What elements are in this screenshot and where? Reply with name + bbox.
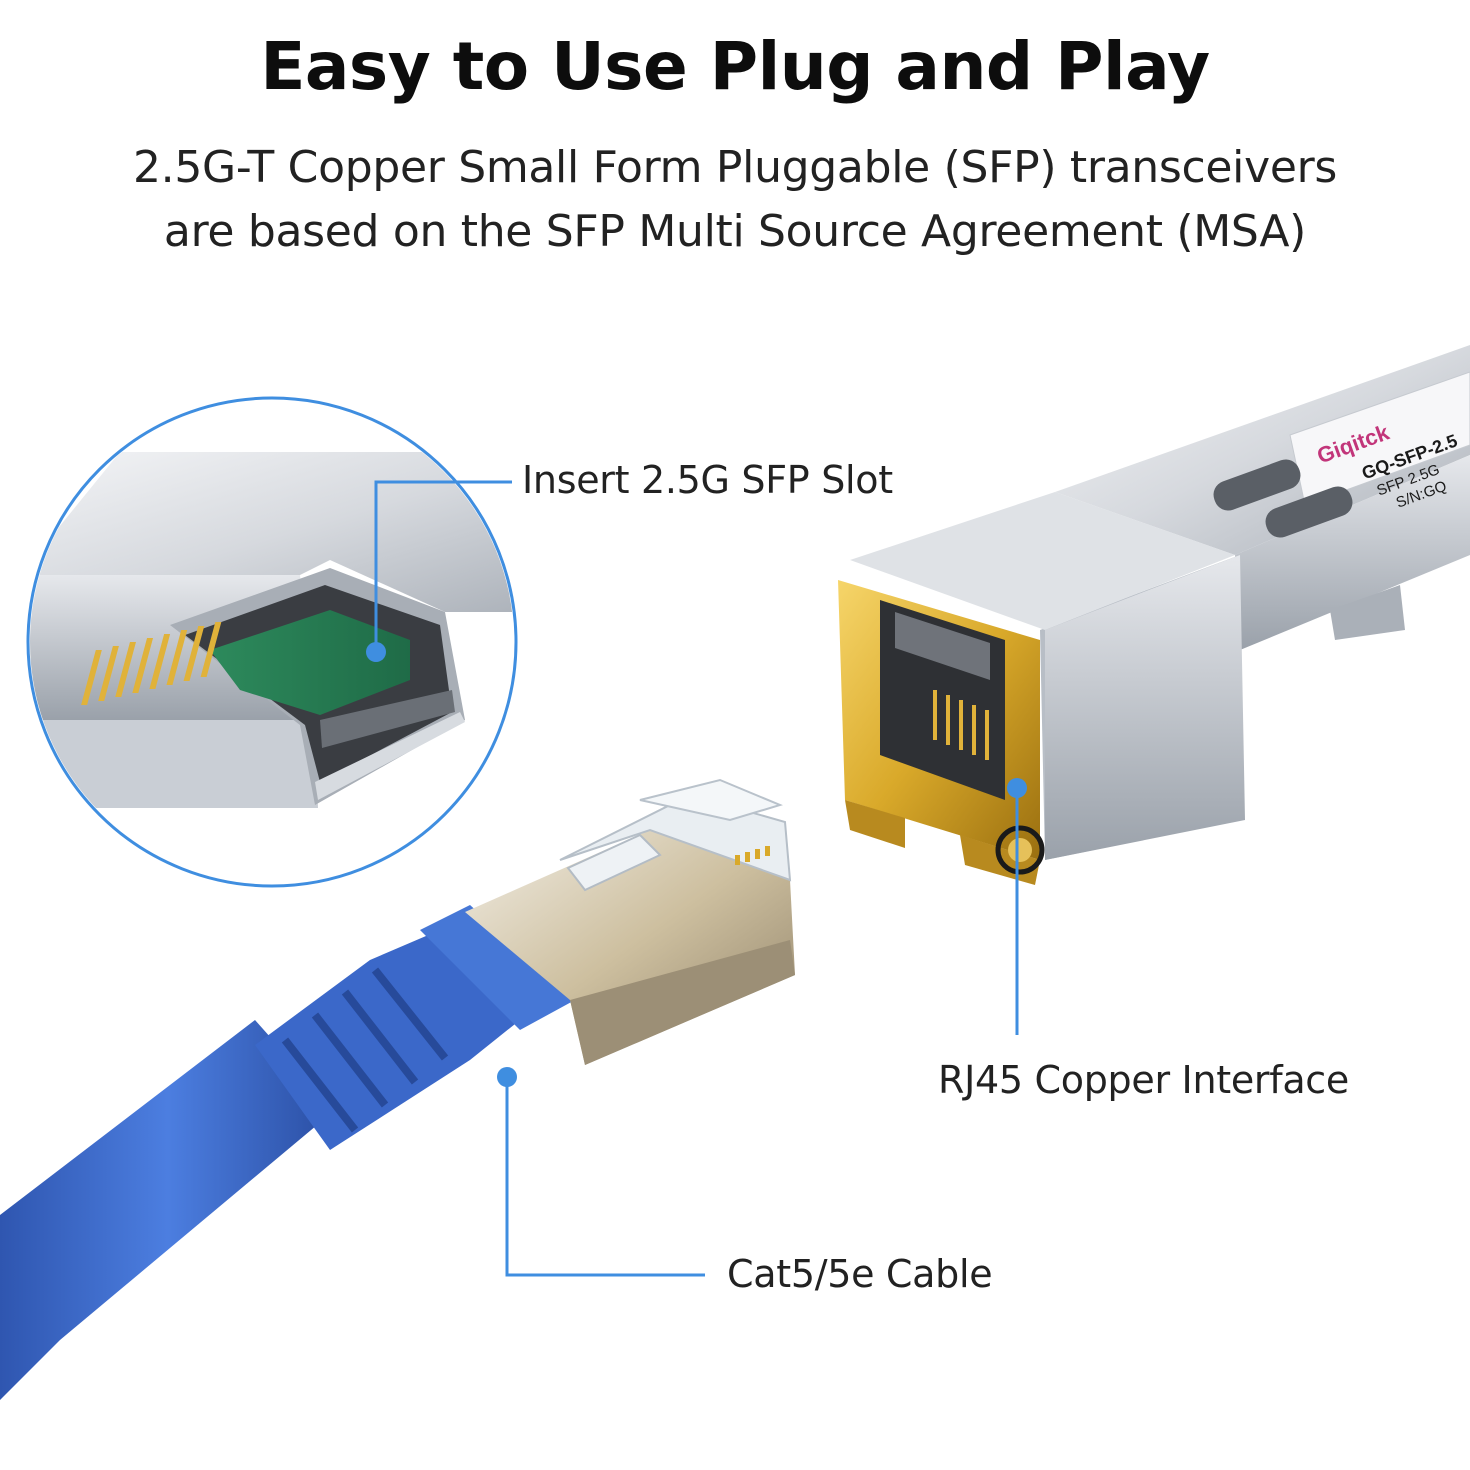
headline: Easy to Use Plug and Play [260, 28, 1210, 105]
gold-contacts [81, 622, 222, 705]
callout-line-rj45 [1007, 778, 1027, 1035]
subheadline-line-2: are based on the SFP Multi Source Agreem… [163, 206, 1307, 257]
plug-contacts [735, 846, 770, 865]
callout-rj45-interface: RJ45 Copper Interface [938, 1058, 1349, 1102]
sfp-module: Giqitck GQ-SFP-2.5 SFP 2.5G S/N:GQ [838, 345, 1470, 885]
callout-line-sfp-slot [366, 480, 512, 662]
rj45-pins [933, 690, 989, 760]
sfp-slot-closeup [30, 452, 514, 808]
boot-ribs [281, 967, 449, 1133]
callout-cable: Cat5/5e Cable [727, 1252, 993, 1296]
ethernet-cable [0, 778, 795, 1400]
callout-sfp-slot: Insert 2.5G SFP Slot [522, 458, 893, 502]
zoom-circle [26, 396, 518, 888]
subheadline-line-1: 2.5G-T Copper Small Form Pluggable (SFP)… [132, 142, 1338, 193]
callout-line-cable [497, 1067, 705, 1277]
